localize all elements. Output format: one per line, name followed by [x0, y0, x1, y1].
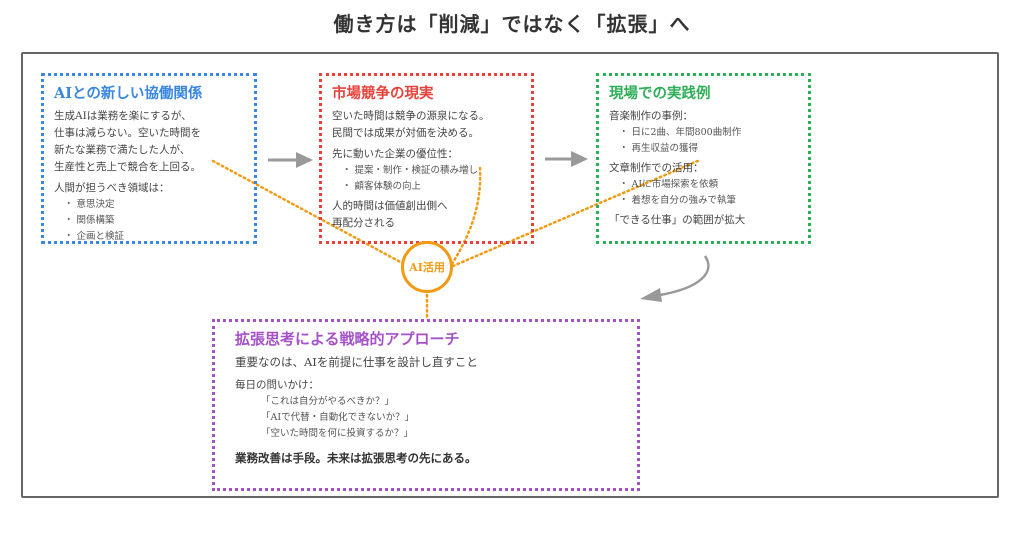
diagram-frame	[21, 52, 999, 498]
market-box-title: 市場競争の現実	[332, 85, 434, 102]
ai-box-body-line: 生産性と売上で競合を上回る。	[54, 161, 201, 173]
list-item: 着想を自分の強みで執筆	[619, 193, 798, 209]
market-box-footer-line: 人的時間は価値創出側へ	[332, 200, 448, 212]
questions-heading: 毎日の問いかけ：	[235, 379, 319, 391]
field-practice-box: 現場での実践例 音楽制作の事例： 日に2曲、年間800曲制作 再生収益の獲得 文…	[596, 73, 811, 244]
ai-box-subheading: 人間が担うべき領域は：	[54, 182, 170, 194]
ai-collaboration-box: AIとの新しい協働関係 生成AIは業務を楽にするが、 仕事は減らない。空いた時間…	[41, 73, 257, 244]
strategy-box: 拡張思考による戦略的アプローチ 重要なのは、AIを前提に仕事を設計し直すこと 毎…	[212, 319, 640, 491]
list-item: 意思決定	[64, 197, 244, 213]
market-competition-box: 市場競争の現実 空いた時間は競争の源泉になる。 民間では成果が対価を決める。 先…	[319, 73, 534, 244]
music-heading: 音楽制作の事例：	[609, 110, 693, 122]
market-box-body-line: 空いた時間は競争の源泉になる。	[332, 110, 490, 122]
market-box-body-line: 民間では成果が対価を決める。	[332, 127, 479, 139]
list-item: 顧客体験の向上	[342, 179, 521, 195]
field-box-title: 現場での実践例	[609, 85, 711, 102]
list-item: 企画と検証	[64, 229, 244, 245]
hub-label: AI活用	[409, 261, 445, 274]
list-item: AIに市場探索を依頼	[619, 177, 798, 193]
music-list: 日に2曲、年間800曲制作 再生収益の獲得	[609, 125, 798, 157]
question-item: 「これは自分がやるべきか？」	[261, 396, 395, 407]
writing-heading: 文章制作での活用：	[609, 162, 704, 174]
ai-box-body-line: 生成AIは業務を楽にするが、	[54, 110, 192, 122]
ai-box-list: 意思決定 関係構築 企画と検証	[54, 197, 244, 245]
question-item: 「AIで代替・自動化できないか？」	[261, 412, 415, 423]
ai-box-body-line: 新たな業務で満たした人が、	[54, 144, 191, 156]
question-item: 「空いた時間を何に投資するか？」	[261, 428, 414, 439]
strategy-conclusion: 業務改善は手段。未来は拡張思考の先にある。	[235, 451, 477, 465]
market-box-subheading: 先に動いた企業の優位性：	[332, 148, 458, 160]
strategy-box-title: 拡張思考による戦略的アプローチ	[235, 330, 460, 348]
strategy-lead: 重要なのは、AIを前提に仕事を設計し直すこと	[235, 355, 478, 369]
writing-list: AIに市場探索を依頼 着想を自分の強みで執筆	[609, 177, 798, 209]
list-item: 提案・制作・検証の積み増し	[342, 163, 521, 179]
page-title: 働き方は「削減」ではなく「拡張」へ	[333, 12, 691, 36]
market-box-footer-line: 再配分される	[332, 217, 395, 229]
market-box-list: 提案・制作・検証の積み増し 顧客体験の向上	[332, 163, 521, 195]
list-item: 再生収益の獲得	[619, 141, 798, 157]
field-box-footer: 「できる仕事」の範囲が拡大	[609, 214, 746, 226]
list-item: 関係構築	[64, 213, 244, 229]
list-item: 日に2曲、年間800曲制作	[619, 125, 798, 141]
ai-hub-circle: AI活用	[401, 241, 453, 293]
ai-box-body-line: 仕事は減らない。空いた時間を	[54, 127, 201, 139]
ai-box-title: AIとの新しい協働関係	[54, 85, 203, 102]
